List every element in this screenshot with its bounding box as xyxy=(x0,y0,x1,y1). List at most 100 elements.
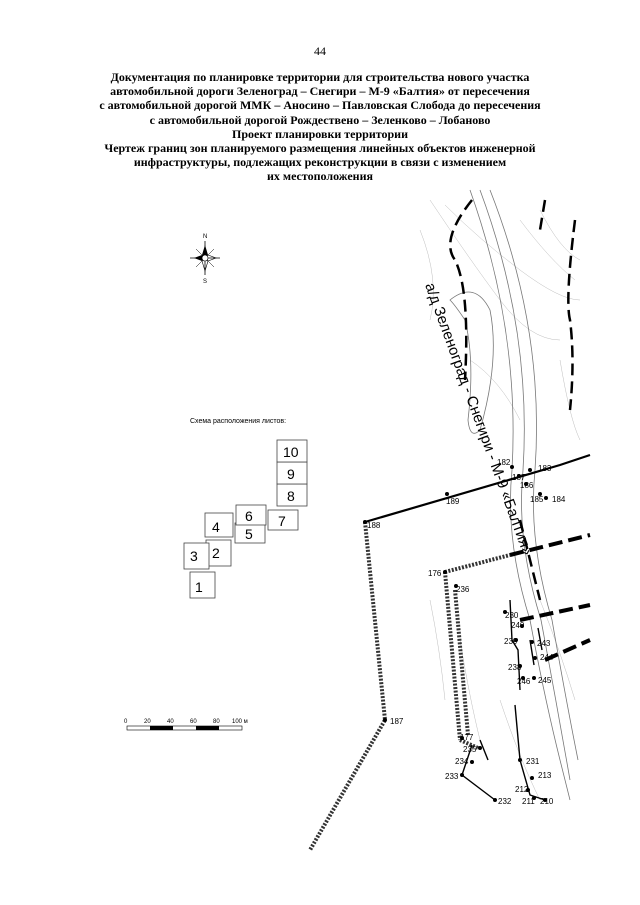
compass-rose: N S xyxy=(190,234,220,285)
point-label: 246 xyxy=(517,677,531,686)
sheet-cell xyxy=(235,504,267,526)
point-label: 213 xyxy=(538,771,552,780)
boundary-point xyxy=(514,638,518,642)
boundary-point xyxy=(518,664,522,668)
scale-label: 20 xyxy=(144,719,151,725)
point-label: 232 xyxy=(498,797,512,806)
title-line: Документация по планировке территории дл… xyxy=(110,70,530,84)
scale-label: 60 xyxy=(190,719,197,725)
sheet-cell xyxy=(204,512,234,538)
point-label: 236 xyxy=(456,585,470,594)
point-label: 177 xyxy=(460,733,474,742)
zone-boundary-thick xyxy=(509,533,591,662)
title-line: автомобильной дороги Зеленоград – Снегир… xyxy=(110,84,530,99)
point-label: 238 xyxy=(508,663,522,672)
boundary-point xyxy=(503,610,507,614)
boundary-point xyxy=(532,796,536,800)
point-label: 235 xyxy=(463,745,477,754)
compass-south-label: S xyxy=(203,279,207,285)
point-label: 230 xyxy=(505,611,519,620)
boundary-point xyxy=(532,676,536,680)
point-label: 231 xyxy=(526,757,540,766)
scale-label: 40 xyxy=(167,719,174,725)
point-label: 240 xyxy=(511,621,525,630)
boundary-point xyxy=(528,468,532,472)
sheet-cell xyxy=(205,539,232,567)
sheet-number: 3 xyxy=(190,548,198,564)
scale-label: 100 м xyxy=(232,719,248,725)
point-label: 210 xyxy=(540,797,554,806)
sheet-number: 1 xyxy=(195,579,203,595)
boundary-point xyxy=(533,656,537,660)
boundary-point xyxy=(524,482,528,486)
point-label: 185 xyxy=(530,495,544,504)
road-name-label: а/д Зеленоград - Снегири - М-9 «Балтия» xyxy=(421,281,536,558)
road-carriageway xyxy=(469,189,579,801)
point-label: 187 xyxy=(512,473,526,482)
sheet-cell xyxy=(189,571,216,599)
boundary-point xyxy=(530,640,534,644)
point-label: 183 xyxy=(538,464,552,473)
sheet-cell xyxy=(276,439,308,463)
boundary-point xyxy=(517,474,521,478)
boundary-point xyxy=(543,798,547,802)
point-label: 233 xyxy=(445,772,459,781)
sheet-number: 4 xyxy=(212,519,220,535)
zone-boundary-solid xyxy=(364,453,591,524)
point-label: 244 xyxy=(540,653,554,662)
boundary-point xyxy=(383,718,387,722)
scale-label: 80 xyxy=(213,719,220,725)
title-line: Проект планировки территории xyxy=(231,126,409,141)
boundary-point xyxy=(544,496,548,500)
boundary-point xyxy=(493,798,497,802)
compass-north-label: N xyxy=(203,234,207,240)
document-title: Документация по планировке территории дл… xyxy=(60,70,580,184)
point-label: 182 xyxy=(497,458,511,467)
point-label: 176 xyxy=(428,569,442,578)
sheet-number: 10 xyxy=(283,444,299,460)
terrain-texture xyxy=(419,199,581,801)
boundary-point xyxy=(460,736,464,740)
title-line: с автомобильной дорогой ММК – Аносино – … xyxy=(99,98,541,113)
point-label: 187 xyxy=(390,717,404,726)
sheet-number: 2 xyxy=(212,545,220,561)
title-line: с автомобильной дорогой Рождествено – Зе… xyxy=(149,112,491,127)
boundary-point xyxy=(470,760,474,764)
page-number: 44 xyxy=(314,44,326,58)
sheet-scheme xyxy=(183,439,308,599)
point-label: 184 xyxy=(552,495,566,504)
boundary-point xyxy=(478,746,482,750)
sheet-cell xyxy=(183,542,210,570)
zone-boundary-dashed xyxy=(448,199,577,601)
point-label: 243 xyxy=(537,639,551,648)
point-label: 234 xyxy=(455,757,469,766)
point-label: 212 xyxy=(515,785,529,794)
boundary-point xyxy=(443,570,447,574)
boundary-point xyxy=(363,520,367,524)
point-label: 239 xyxy=(504,637,518,646)
title-line: инфраструктуры, подлежащих реконструкции… xyxy=(133,155,507,170)
boundary-point xyxy=(510,465,514,469)
zone-boundary-hatched xyxy=(308,521,511,851)
boundary-point xyxy=(530,776,534,780)
sheet-number: 6 xyxy=(245,508,253,524)
boundary-point xyxy=(518,758,522,762)
boundary-point xyxy=(460,773,464,777)
scale-bar: 0 20 40 60 80 100 м xyxy=(124,719,248,731)
point-label: 211 xyxy=(522,797,535,806)
boundary-point xyxy=(454,584,458,588)
sheet-number: 9 xyxy=(287,466,295,482)
sheet-scheme-title: Схема расположения листов: xyxy=(190,418,286,425)
title-line: их местоположения xyxy=(266,169,373,184)
sheet-numbers: 1 2 3 4 5 6 7 8 9 10 xyxy=(190,444,299,595)
point-labels: 182 183 187 186 185 184 189 188 176 236 … xyxy=(367,458,566,806)
boundary-point xyxy=(445,492,449,496)
boundary-point xyxy=(526,788,530,792)
boundary-point xyxy=(521,676,525,680)
title-line: Чертеж границ зон планируемого размещени… xyxy=(104,141,536,156)
boundary-points xyxy=(363,465,548,802)
boundary-point xyxy=(520,624,524,628)
boundary-point xyxy=(538,492,542,496)
sheet-number: 5 xyxy=(245,526,253,542)
